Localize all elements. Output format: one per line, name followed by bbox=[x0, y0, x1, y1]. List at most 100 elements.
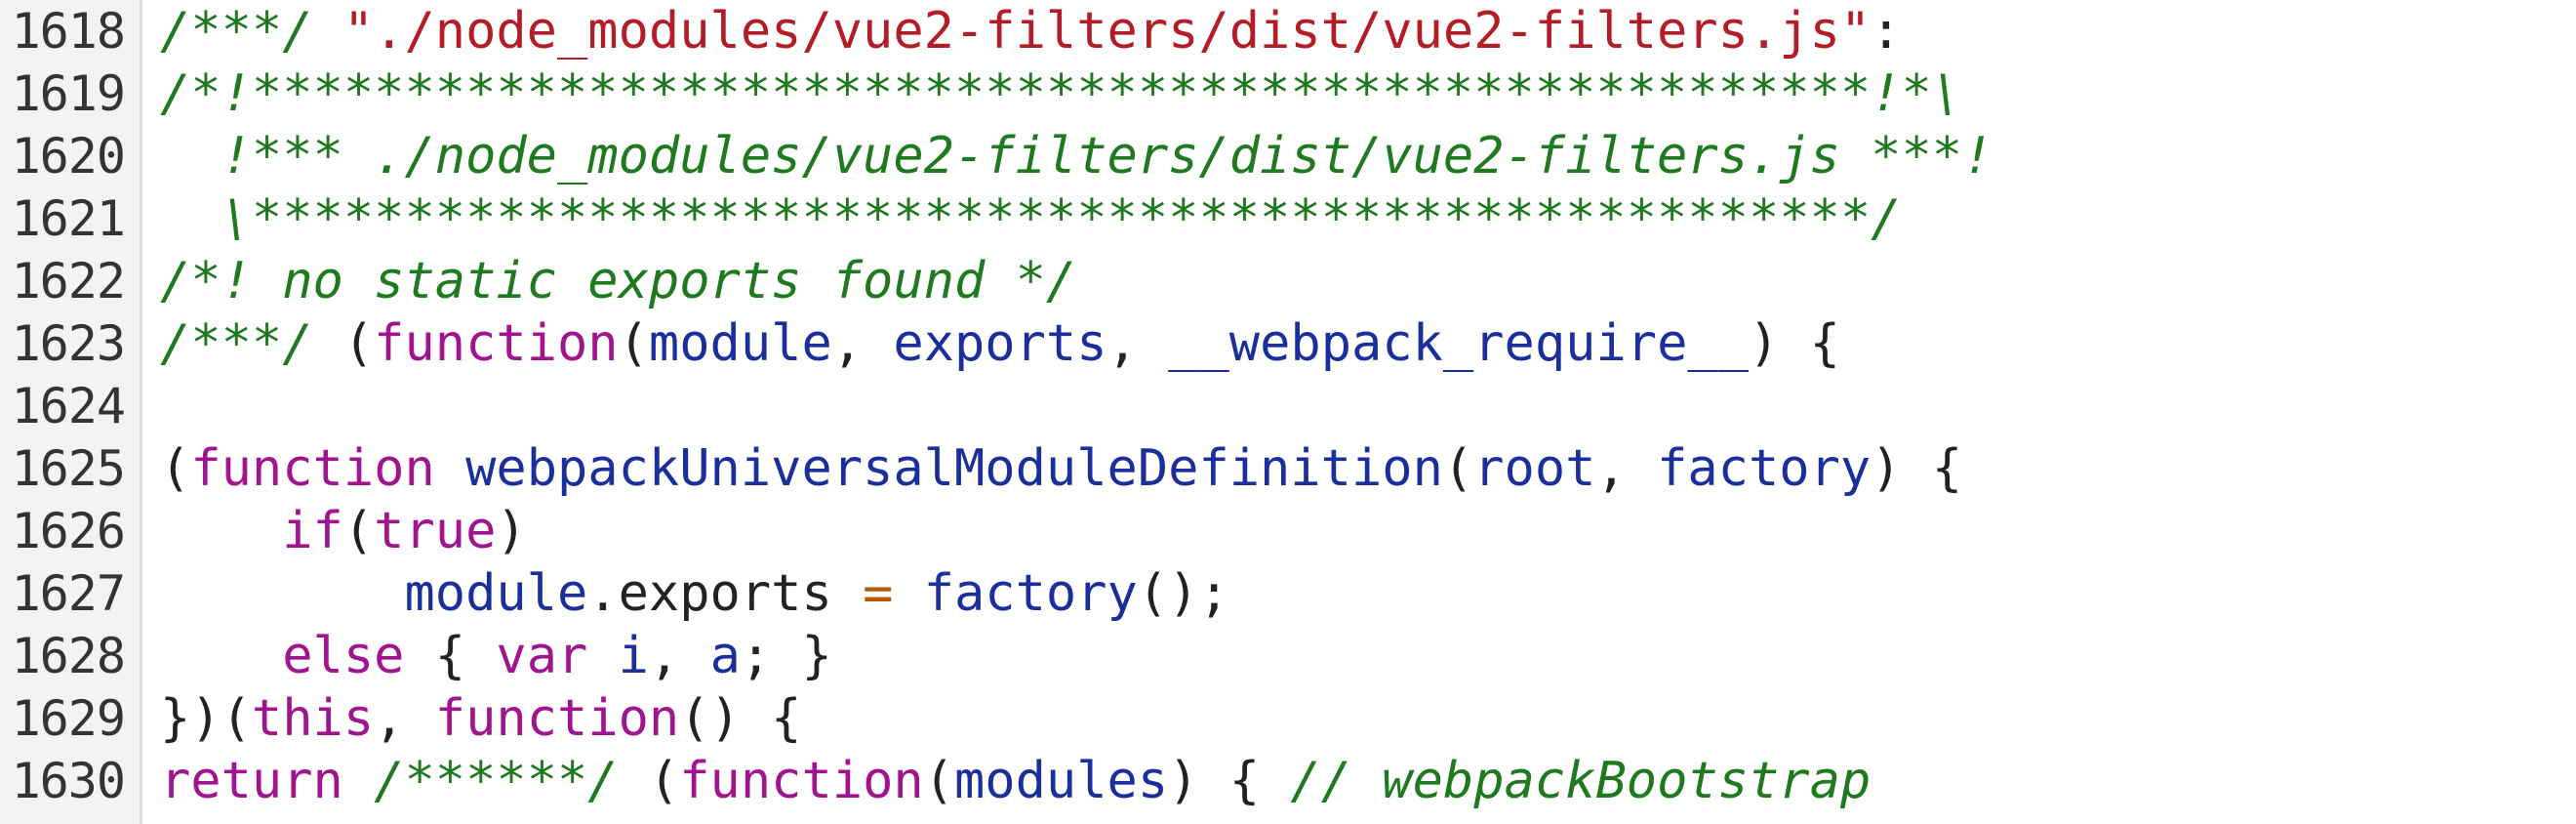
code-token: ) { bbox=[1168, 752, 1291, 810]
line-number: 1624 bbox=[11, 378, 126, 434]
line-code: /*! no static exports found */ bbox=[160, 250, 1076, 312]
code-line[interactable]: 1625(function webpackUniversalModuleDefi… bbox=[0, 437, 2576, 500]
code-token: ; } bbox=[740, 627, 832, 685]
code-line[interactable]: 1627 module.exports = factory(); bbox=[0, 562, 2576, 625]
code-token: , bbox=[374, 689, 435, 748]
code-token: , bbox=[1595, 439, 1658, 498]
line-code: else { var i, a; } bbox=[160, 625, 832, 687]
code-token: })( bbox=[160, 689, 252, 748]
code-token: /***/ bbox=[160, 314, 343, 373]
line-number: 1620 bbox=[11, 128, 126, 185]
code-token bbox=[893, 564, 923, 623]
code-token: { bbox=[404, 627, 497, 685]
code-token: if bbox=[282, 502, 343, 560]
code-token bbox=[160, 564, 404, 623]
line-number: 1630 bbox=[11, 753, 126, 809]
code-line[interactable]: 1623/***/ (function(module, exports, __w… bbox=[0, 312, 2576, 375]
code-token bbox=[587, 627, 618, 685]
code-line[interactable]: 1618 /***/ "./node_modules/vue2-filters/d… bbox=[0, 0, 2576, 62]
code-token: ) bbox=[496, 502, 527, 560]
code-token bbox=[435, 439, 465, 498]
code-token: "./node_modules/vue2-filters/dist/vue2-f… bbox=[342, 2, 1872, 61]
code-token: module bbox=[648, 314, 832, 373]
code-token: i bbox=[618, 627, 649, 685]
code-token: function bbox=[434, 689, 680, 748]
code-token: ( bbox=[160, 439, 191, 498]
code-token: , bbox=[648, 627, 710, 685]
code-token: /*! no static exports found */ bbox=[160, 252, 1077, 310]
code-token: var bbox=[496, 627, 588, 685]
code-token: ( bbox=[342, 314, 375, 373]
code-token: = bbox=[863, 564, 894, 623]
code-token: a bbox=[709, 627, 741, 685]
code-token: __webpack_require__ bbox=[1168, 314, 1749, 373]
code-token: , bbox=[1107, 314, 1169, 373]
line-number: 1627 bbox=[11, 565, 126, 622]
line-number: 1622 bbox=[11, 253, 126, 309]
code-token: /******/ bbox=[374, 752, 619, 810]
code-token: ( bbox=[923, 752, 954, 810]
code-line[interactable]: 1626 if(true) bbox=[0, 500, 2576, 562]
code-token: true bbox=[374, 502, 497, 560]
code-line[interactable]: 1624 bbox=[0, 375, 2576, 437]
line-number: 1626 bbox=[11, 503, 126, 559]
line-code: /***/ "./node_modules/vue2-filters/dist/… bbox=[160, 0, 1902, 62]
code-token bbox=[160, 502, 282, 560]
line-number: 1625 bbox=[11, 440, 126, 497]
code-token: /***/ bbox=[160, 2, 343, 61]
line-number: 1628 bbox=[11, 628, 126, 684]
code-token: // webpackBootstrap bbox=[1290, 752, 1872, 810]
code-token: (); bbox=[1137, 564, 1229, 623]
code-token: root bbox=[1473, 439, 1596, 498]
code-token: function bbox=[679, 752, 924, 810]
line-code: /*!*************************************… bbox=[160, 62, 1962, 125]
line-code: !*** ./node_modules/vue2-filters/dist/vu… bbox=[160, 125, 1993, 187]
code-token: \***************************************… bbox=[160, 189, 1902, 248]
code-token: /*!*************************************… bbox=[160, 64, 1963, 123]
line-number: 1621 bbox=[11, 190, 126, 247]
code-token: !*** ./node_modules/vue2-filters/dist/vu… bbox=[160, 127, 1993, 185]
code-token: function bbox=[374, 314, 619, 373]
code-token: function bbox=[190, 439, 435, 498]
code-line[interactable]: 1629 })(this, function() { bbox=[0, 687, 2576, 750]
code-token: ( bbox=[1442, 439, 1474, 498]
line-number: 1629 bbox=[11, 690, 126, 747]
line-code: (function webpackUniversalModuleDefiniti… bbox=[160, 437, 1962, 500]
code-token: factory bbox=[923, 564, 1138, 623]
line-number: 1618 bbox=[11, 3, 126, 60]
code-line[interactable]: 1619 /*!*********************************… bbox=[0, 62, 2576, 125]
code-line[interactable]: 1622 /*! no static exports found */ bbox=[0, 250, 2576, 312]
code-token bbox=[160, 627, 282, 685]
code-token: factory bbox=[1657, 439, 1872, 498]
code-token: webpackUniversalModuleDefinition bbox=[465, 439, 1443, 498]
code-line[interactable]: 1621 \**********************************… bbox=[0, 187, 2576, 250]
code-token bbox=[343, 752, 374, 810]
line-code: module.exports = factory(); bbox=[160, 562, 1229, 625]
code-token: this bbox=[251, 689, 375, 748]
code-token: .exports bbox=[587, 564, 864, 623]
line-code: /***/ (function(module, exports, __webpa… bbox=[160, 312, 1840, 375]
code-token: ( bbox=[618, 314, 649, 373]
code-token: module bbox=[404, 564, 588, 623]
line-number: 1623 bbox=[11, 315, 126, 372]
line-number: 1619 bbox=[11, 65, 126, 122]
line-number-gutter bbox=[0, 0, 142, 824]
code-token: : bbox=[1871, 2, 1902, 61]
line-code: return /******/ (function(modules) { // … bbox=[160, 750, 1871, 812]
code-line[interactable]: 1628 else { var i, a; } bbox=[0, 625, 2576, 687]
line-code: if(true) bbox=[160, 500, 527, 562]
code-token: ( bbox=[342, 502, 375, 560]
line-code: \***************************************… bbox=[160, 187, 1902, 250]
code-token: exports bbox=[893, 314, 1107, 373]
code-token: modules bbox=[954, 752, 1169, 810]
code-token: return bbox=[160, 752, 343, 810]
code-token: ) { bbox=[1749, 314, 1840, 373]
code-token: else bbox=[282, 627, 405, 685]
code-line[interactable]: 1620 !*** ./node_modules/vue2-filters/di… bbox=[0, 125, 2576, 187]
code-token: ( bbox=[618, 752, 680, 810]
code-token: () { bbox=[679, 689, 802, 748]
code-token: , bbox=[831, 314, 894, 373]
